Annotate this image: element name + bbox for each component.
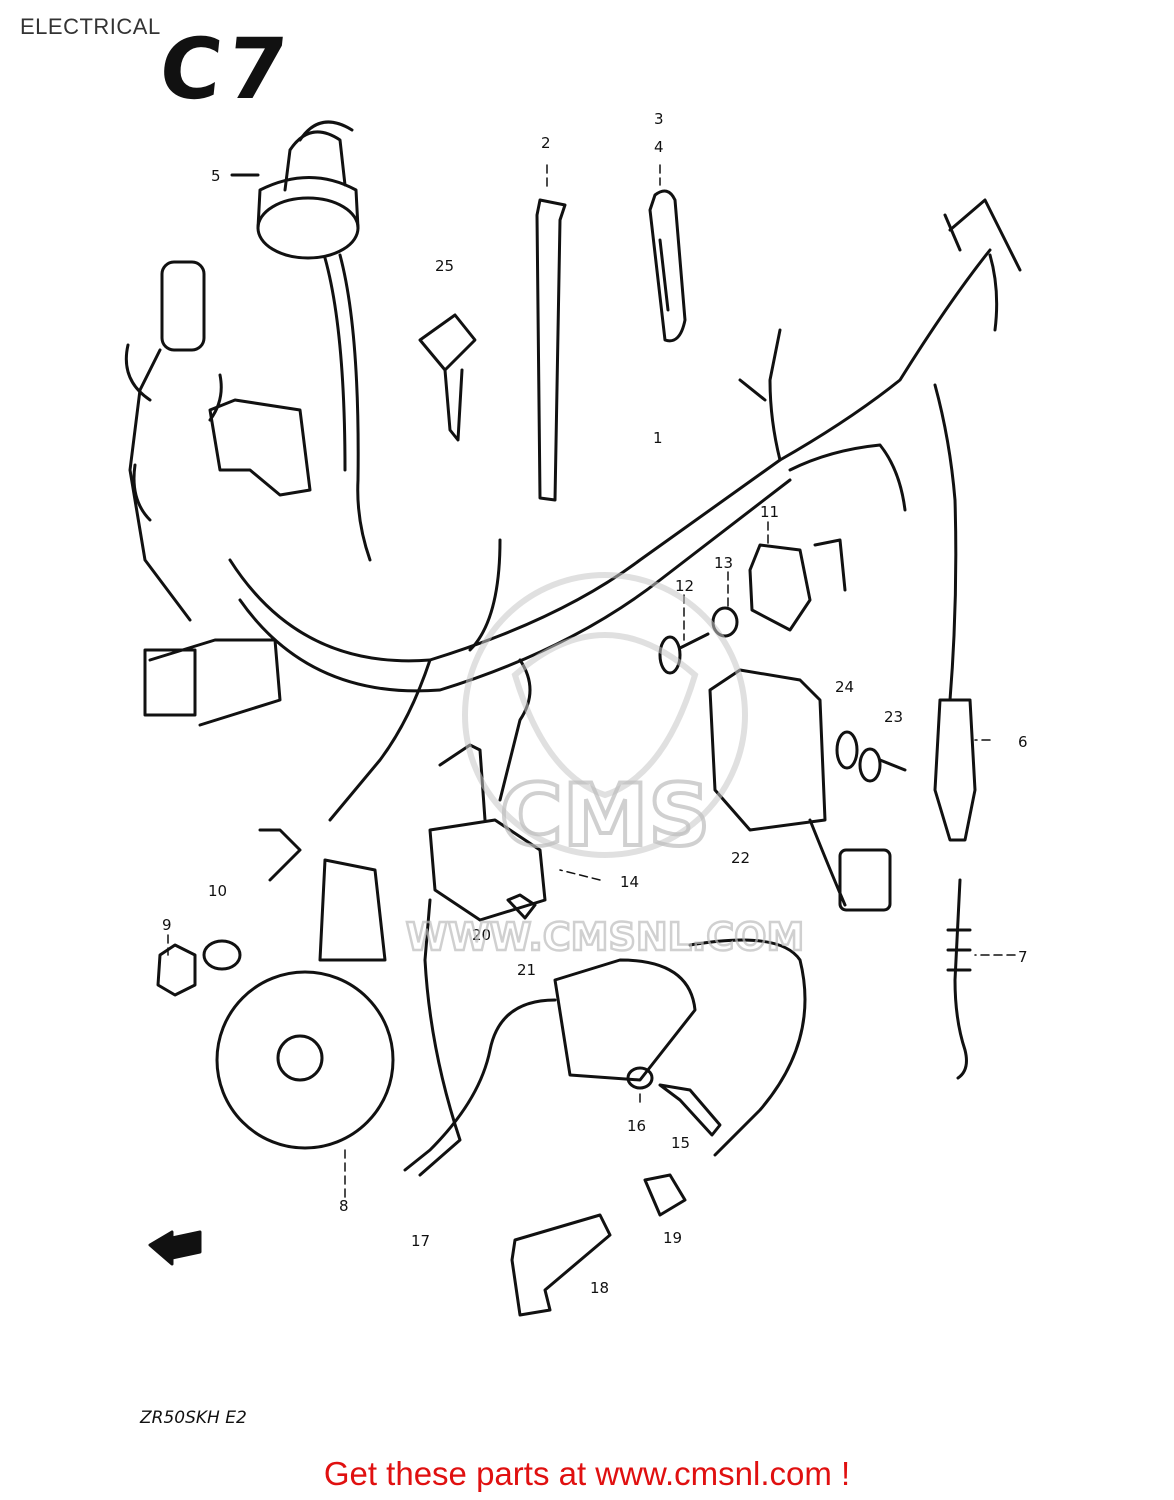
callout-14: 14 xyxy=(620,873,639,891)
callout-18: 18 xyxy=(590,1279,609,1297)
callout-20: 20 xyxy=(472,926,491,944)
callout-16: 16 xyxy=(627,1117,646,1135)
callout-22: 22 xyxy=(731,849,750,867)
callout-2: 2 xyxy=(541,134,551,152)
callout-8: 8 xyxy=(339,1197,349,1215)
callout-10: 10 xyxy=(208,882,227,900)
callout-23: 23 xyxy=(884,708,903,726)
callout-11: 11 xyxy=(760,503,779,521)
model-code: ZR50SKH E2 xyxy=(140,1408,247,1428)
callout-24: 24 xyxy=(835,678,854,696)
key-drawing xyxy=(418,313,477,442)
callout-3: 3 xyxy=(654,110,664,128)
leader-lines xyxy=(167,164,1016,1201)
callout-13: 13 xyxy=(714,554,733,572)
horn-drawing xyxy=(156,828,395,1150)
spark-plug-cap-drawing xyxy=(510,1173,687,1317)
callout-19: 19 xyxy=(663,1229,682,1247)
callout-12: 12 xyxy=(675,577,694,595)
section-title: ELECTRICAL xyxy=(20,14,161,39)
handlebar-switch-drawing xyxy=(124,260,312,727)
coil-bolt-drawing xyxy=(626,1066,722,1137)
callout-25: 25 xyxy=(435,257,454,275)
direction-arrow xyxy=(148,1230,202,1266)
screw-washer-drawing xyxy=(658,606,739,675)
callout-6: 6 xyxy=(1018,733,1028,751)
bolt-drawing-23 xyxy=(835,730,907,783)
regulator-drawing xyxy=(428,743,547,922)
plug-cap-drawing xyxy=(933,383,977,1080)
ignition-coil-drawing xyxy=(403,938,807,1172)
footer-cta-link[interactable]: Get these parts at www.cmsnl.com ! xyxy=(323,1455,851,1492)
rectifier-drawing xyxy=(748,538,847,632)
lead-wire-drawing xyxy=(418,898,462,1177)
callout-9: 9 xyxy=(162,916,172,934)
cable-band-drawing xyxy=(535,198,567,502)
callout-5: 5 xyxy=(211,167,221,185)
callout-7: 7 xyxy=(1018,948,1028,966)
callout-1: 1 xyxy=(653,429,663,447)
callout-4: 4 xyxy=(654,138,664,156)
callout-15: 15 xyxy=(671,1134,690,1152)
cdi-unit-drawing xyxy=(708,668,892,912)
callout-21: 21 xyxy=(517,961,536,979)
ignition-switch-drawing xyxy=(230,120,372,562)
clamp-drawing xyxy=(648,189,687,343)
callout-17: 17 xyxy=(411,1232,430,1250)
